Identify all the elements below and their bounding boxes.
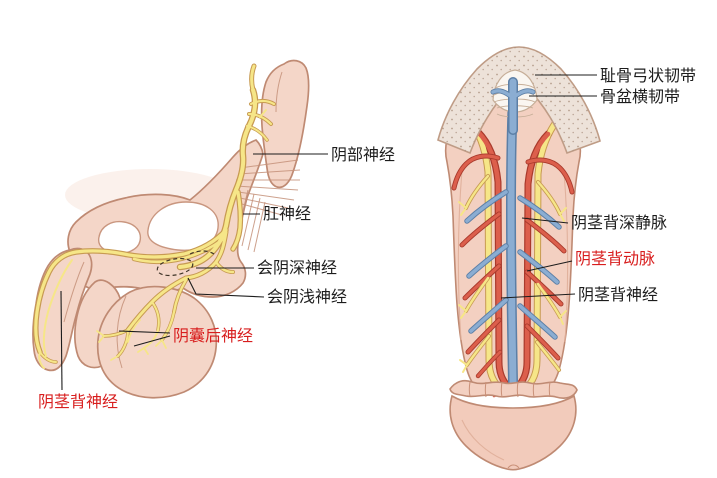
sacrum-detail-line (275, 71, 283, 113)
glans-shading (461, 419, 505, 461)
label-dorsal-nerve-of-penis-right: 阴茎背神经 (578, 285, 658, 304)
shaft-shading-left (457, 169, 463, 341)
leader-deep-dorsal-vein (521, 217, 569, 224)
dashed-arc (189, 250, 215, 255)
dorsal-figure (437, 46, 601, 471)
leader-dorsal-nerve-right (500, 293, 576, 299)
label-arcuate-pubic-ligament: 耻骨弓状韧带 (600, 66, 696, 85)
deep-perineal-dashed-outline (156, 257, 194, 277)
scrotum-main (96, 285, 218, 399)
label-deep-dorsal-vein: 阴茎背深静脉 (571, 213, 667, 232)
ligament-fiber-fan (235, 159, 301, 253)
label-dorsal-artery: 阴茎背动脉 (575, 249, 655, 268)
leader-posterior-scrotal-nerve-1 (118, 330, 171, 334)
label-posterior-scrotal-nerve: 阴囊后神经 (173, 326, 253, 345)
pubic-arch-stipple (438, 47, 600, 153)
leader-superficial-perineal-nerve (187, 277, 265, 298)
leader-posterior-scrotal-nerve-2 (133, 335, 171, 347)
shaft-shading-right (563, 171, 569, 343)
label-superficial-perineal-nerve: 会阴浅神经 (267, 287, 347, 306)
labels: 阴部神经 肛神经 会阴深神经 会阴浅神经 阴囊后神经 阴茎背神经 耻骨弓状韧带 … (38, 66, 696, 411)
leader-lines (60, 74, 597, 391)
label-deep-perineal-nerve: 会阴深神经 (257, 258, 337, 277)
corona-band (449, 379, 578, 399)
penis-inner-line (63, 261, 85, 323)
nerve-overlayer (34, 64, 276, 369)
leader-dorsal-nerve-left (60, 290, 63, 391)
vein-top (490, 77, 536, 135)
scrotum-fold-line (116, 295, 127, 369)
label-anal-nerve: 肛神经 (263, 204, 311, 223)
obturator-foramen-hole (147, 201, 219, 251)
sacrum-bone (260, 59, 310, 189)
label-transverse-pelvic-ligament: 骨盆横韧带 (600, 87, 680, 106)
leader-dorsal-artery (526, 260, 573, 272)
corona-ridges (468, 381, 551, 398)
glans-cleft (507, 464, 520, 469)
label-pudendal-nerve: 阴部神经 (331, 145, 395, 164)
label-dorsal-nerve-of-penis-left: 阴茎背神经 (38, 392, 118, 411)
glans (449, 394, 577, 471)
sagittal-figure (32, 59, 310, 399)
